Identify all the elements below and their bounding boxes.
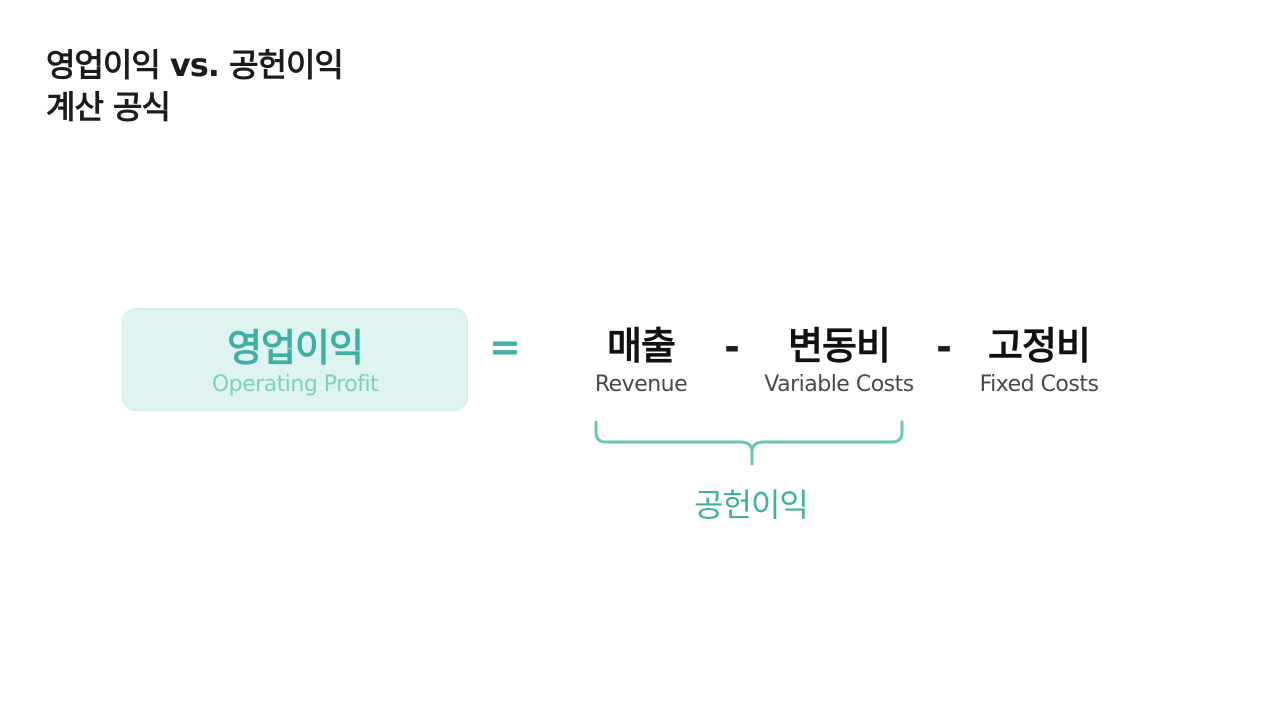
brace-path: [594, 420, 904, 466]
operating-profit-label-en: Operating Profit: [211, 372, 379, 397]
contribution-margin-label: 공헌이익: [694, 486, 809, 524]
equals-sign: =: [489, 325, 521, 369]
term-revenue-label-en: Revenue: [594, 372, 688, 397]
minus-sign-1: -: [724, 325, 740, 369]
term-fixed-costs-label-en: Fixed Costs: [979, 372, 1099, 397]
term-variable-costs: 변동비 Variable Costs: [752, 322, 926, 398]
minus-sign-2: -: [936, 325, 952, 369]
contribution-margin-brace: [594, 420, 904, 466]
page-title-line-2: 계산 공식: [46, 88, 171, 126]
operating-profit-label-ko: 영업이익: [227, 326, 364, 370]
term-variable-costs-label-en: Variable Costs: [764, 372, 914, 397]
page-title: 영업이익 vs. 공헌이익 계산 공식: [46, 44, 344, 128]
term-fixed-costs-label-ko: 고정비: [988, 324, 1091, 368]
term-fixed-costs: 고정비 Fixed Costs: [966, 322, 1112, 398]
term-revenue-label-ko: 매출: [607, 324, 676, 368]
operating-profit-box: 영업이익 Operating Profit: [122, 308, 468, 411]
term-variable-costs-label-ko: 변동비: [788, 324, 891, 368]
term-revenue: 매출 Revenue: [570, 322, 712, 398]
page-title-line-1: 영업이익 vs. 공헌이익: [46, 46, 344, 84]
